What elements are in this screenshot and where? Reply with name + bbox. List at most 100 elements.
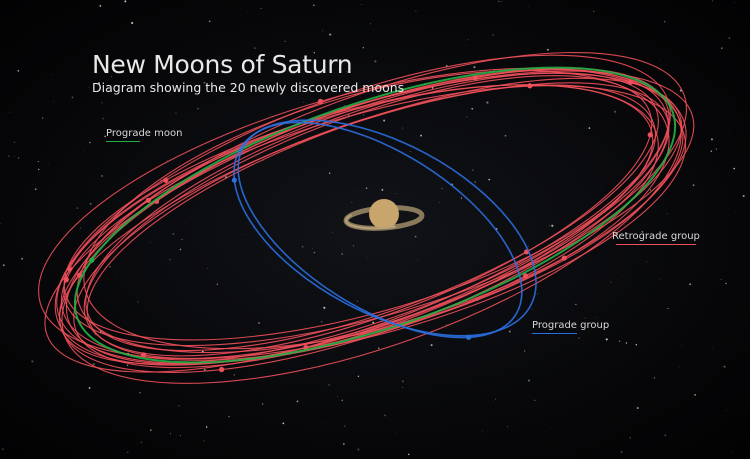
star — [384, 414, 387, 417]
star — [84, 150, 85, 151]
star — [178, 405, 180, 407]
star — [408, 453, 410, 456]
star — [441, 188, 443, 190]
star — [341, 252, 344, 255]
star — [37, 160, 39, 162]
star — [233, 374, 235, 376]
star — [618, 340, 621, 342]
star — [258, 289, 260, 290]
star — [203, 81, 206, 84]
star — [131, 21, 134, 25]
star — [89, 202, 92, 205]
star — [414, 235, 417, 238]
star — [79, 227, 81, 229]
star — [660, 278, 662, 280]
star — [663, 20, 666, 23]
star — [504, 134, 507, 137]
star — [170, 433, 172, 435]
star — [488, 178, 491, 181]
star — [712, 346, 713, 348]
star — [76, 207, 79, 210]
star — [102, 117, 104, 120]
star — [725, 282, 727, 285]
star — [313, 52, 316, 54]
star — [401, 380, 404, 383]
star — [208, 20, 211, 23]
star — [127, 451, 129, 453]
star — [21, 257, 23, 260]
star — [431, 87, 434, 89]
star — [41, 117, 44, 119]
star — [733, 2, 735, 3]
star — [383, 119, 386, 122]
star — [88, 386, 91, 389]
star — [464, 45, 465, 46]
star — [269, 114, 271, 116]
star — [92, 363, 95, 366]
star — [261, 403, 264, 405]
star — [378, 347, 380, 349]
star — [409, 151, 411, 152]
star — [667, 307, 669, 309]
star — [179, 435, 181, 436]
star — [467, 39, 469, 41]
star — [346, 71, 348, 73]
star — [508, 330, 511, 333]
star — [670, 260, 671, 262]
star — [367, 257, 369, 258]
star — [439, 202, 440, 203]
star — [88, 86, 90, 88]
star — [302, 246, 304, 248]
star — [323, 306, 326, 309]
moon-marker — [89, 257, 95, 263]
star — [284, 40, 286, 43]
star — [395, 193, 397, 194]
star — [694, 394, 697, 396]
star — [260, 7, 262, 9]
star — [17, 157, 20, 159]
star — [666, 212, 668, 215]
star — [472, 169, 474, 171]
star — [34, 188, 37, 191]
star — [466, 116, 468, 118]
prograde-group-underline — [532, 333, 577, 334]
star — [474, 180, 477, 183]
star — [492, 34, 494, 36]
star — [320, 320, 323, 323]
star — [629, 437, 631, 439]
star — [179, 248, 182, 251]
star — [9, 112, 11, 113]
page-title: New Moons of Saturn — [92, 50, 353, 79]
star — [254, 47, 256, 49]
star — [336, 395, 339, 398]
star — [592, 62, 594, 64]
star — [720, 279, 722, 281]
star — [189, 217, 191, 218]
star — [653, 377, 655, 379]
star — [282, 422, 285, 425]
star — [116, 274, 117, 275]
star — [47, 162, 49, 164]
star — [126, 16, 127, 18]
star — [524, 350, 526, 352]
star — [167, 160, 168, 162]
star — [0, 223, 1, 225]
star — [588, 127, 591, 129]
prograde-group-orbit — [237, 121, 523, 340]
star — [402, 386, 403, 388]
star — [99, 4, 102, 7]
star — [625, 342, 628, 344]
star — [352, 245, 355, 247]
star — [52, 73, 54, 75]
page-subtitle: Diagram showing the 20 newly discovered … — [92, 80, 405, 95]
moon-marker — [63, 277, 69, 283]
star — [31, 360, 34, 363]
saturn-icon — [343, 199, 425, 231]
star — [534, 399, 536, 401]
star — [181, 238, 183, 241]
star — [313, 251, 316, 254]
star — [89, 141, 91, 144]
star — [216, 283, 219, 286]
star — [712, 0, 713, 2]
star — [343, 105, 345, 106]
